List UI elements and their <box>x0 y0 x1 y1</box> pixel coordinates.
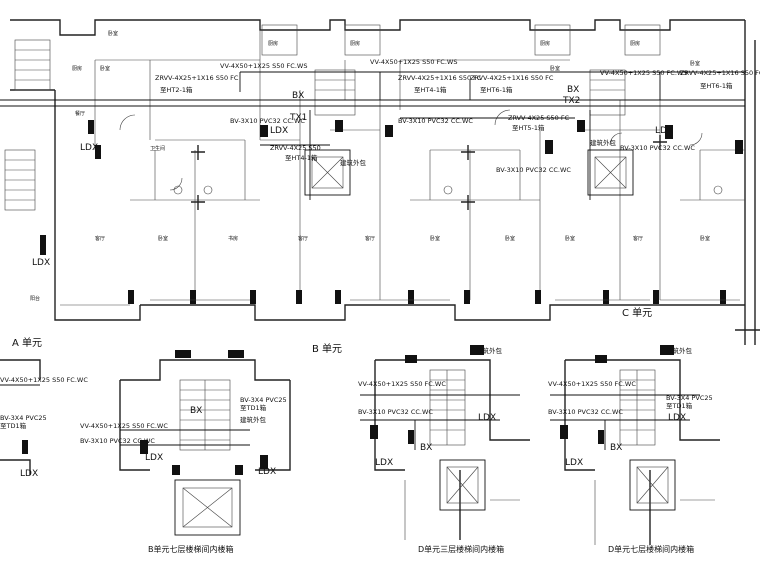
room-label: 书房 <box>228 235 238 242</box>
cable-label: BV-3X10 PVC32 CC.WC <box>496 166 571 174</box>
ldx-label: LDX <box>478 413 496 423</box>
cable-label: BV-3X10 PVC32 CC.WC <box>620 144 695 152</box>
caption-d-stair-3: D单元三层楼梯间内楼箱 <box>418 544 504 554</box>
ldx-label: LDX <box>258 467 276 477</box>
detail-d-stair-7: VV-4X50+1X25 S50 FC.WC BV-3X10 PVC32 CC.… <box>548 345 720 554</box>
unit-label-b: B 单元 <box>312 343 342 355</box>
room-label: 客厅 <box>633 235 643 242</box>
room-label: 卧室 <box>690 60 700 67</box>
ldx-label: LDX <box>270 126 288 136</box>
cable-label: BV-3X4 PVC25 <box>240 396 287 404</box>
cable-label: VV-4X50+1X25 S50 FC.WS <box>370 58 457 66</box>
room-label: 阳台 <box>30 295 40 302</box>
shaft-label: 建筑外包 <box>240 415 267 424</box>
cable-label: BV-3X10 PVC32 CC.WC <box>358 408 433 416</box>
cable-label: BV-3X10 PVC32 CC.WC <box>80 437 155 445</box>
cable-label: ZRVV-4X25+1X16 S50 FC <box>470 74 554 82</box>
cable-label: VV-4X50+1X25 S50 FC.WC <box>0 376 88 384</box>
cable-label: 至HT4-1箱 <box>414 85 447 94</box>
detail-d-stair-3: VV-4X50+1X25 S50 FC.WC BV-3X10 PVC32 CC.… <box>358 345 530 554</box>
ldx-label: LDX <box>20 469 38 479</box>
ldx-label: LDX <box>145 453 163 463</box>
cable-label: 至TD1箱 <box>666 401 693 410</box>
cable-label: 至HT6-1箱 <box>480 85 513 94</box>
ldx-label: LDX <box>80 143 98 153</box>
cable-label: 至TD1箱 <box>240 403 267 412</box>
ldx-label: LDX <box>668 413 686 423</box>
ldx-label: LDX <box>375 458 393 468</box>
tx-label: TX1 <box>289 113 307 123</box>
room-label: 卧室 <box>550 65 560 72</box>
cable-label: ZRVV-4X25+1X16 S50 FC <box>398 74 482 82</box>
main-plan <box>0 19 760 345</box>
cable-label: VV-4X50+1X25 S50 FC.WS <box>600 69 687 77</box>
cable-labels: VV-4X50+1X25 S50 FC.WS VV-4X50+1X25 S50 … <box>32 58 760 268</box>
room-label: 卧室 <box>430 235 440 242</box>
cable-label: ZRVV-4X25+1X16 S50 FC <box>680 69 760 77</box>
room-labels: 卧室 餐厅 客厅 卧室 书房 卫生间 厨房 厨房 厨房 厨房 客厅 客厅 卧室 … <box>30 30 710 302</box>
room-label: 卫生间 <box>150 145 165 152</box>
cable-label: 至HT5-1箱 <box>512 123 545 132</box>
ldx-label: LDX <box>655 126 673 136</box>
shaft-label: 建筑外包 <box>476 346 503 355</box>
cable-label: VV-4X50+1X25 S50 FC.WC <box>548 380 636 388</box>
cable-label: VV-4X50+1X25 S50 FC.WC <box>358 380 446 388</box>
room-label: 厨房 <box>268 40 278 47</box>
room-label: 厨房 <box>540 40 550 47</box>
room-label: 卧室 <box>100 65 110 72</box>
ldx-label: LDX <box>565 458 583 468</box>
room-label: 客厅 <box>298 235 308 242</box>
caption-d-stair-7: D单元七层楼梯间内楼箱 <box>608 544 694 554</box>
room-label: 卧室 <box>565 235 575 242</box>
room-label: 餐厅 <box>75 110 85 117</box>
bx-label: BX <box>292 91 304 101</box>
bx-label: BX <box>420 443 432 453</box>
caption-b-stair: B单元七层楼梯间内楼箱 <box>148 544 234 554</box>
detail-a-fragment: VV-4X50+1X25 S50 FC.WC BV-3X4 PVC25 至TD1… <box>0 359 88 479</box>
room-label: 卧室 <box>505 235 515 242</box>
cable-label: ZRVV-4X25+1X16 S50 FC <box>155 74 239 82</box>
room-label: 卧室 <box>158 235 168 242</box>
cable-label: 至HT4-1箱 <box>285 153 318 162</box>
cable-label: VV-4X50+1X25 S50 FC.WC <box>80 422 168 430</box>
room-label: 卧室 <box>700 235 710 242</box>
room-label: 客厅 <box>365 235 375 242</box>
room-label: 厨房 <box>350 40 360 47</box>
cable-label: BV-3X10 PVC32 CC.WC <box>548 408 623 416</box>
unit-label-a: A 单元 <box>12 337 42 349</box>
room-label: 厨房 <box>72 65 82 72</box>
cable-label: BV-3X10 PVC32 CC.WC <box>230 117 305 125</box>
cable-label: 至TD1箱 <box>0 421 27 430</box>
shaft-label: 建筑外包 <box>590 138 617 147</box>
room-label: 客厅 <box>95 235 105 242</box>
unit-label-c: C 单元 <box>622 307 652 319</box>
room-label: 厨房 <box>630 40 640 47</box>
bx-label: BX <box>567 85 579 95</box>
cable-label: 至HT6-1箱 <box>700 81 733 90</box>
shaft-label: 建筑外包 <box>340 158 367 167</box>
tx-label: TX2 <box>562 96 580 106</box>
detail-b-stair: BV-3X4 PVC25 至TD1箱 建筑外包 VV-4X50+1X25 S50… <box>80 350 291 554</box>
cable-label: VV-4X50+1X25 S50 FC.WS <box>220 62 307 70</box>
cable-label: ZRVV-4X25 S50 <box>270 144 321 152</box>
cable-label: BV-3X4 PVC25 <box>666 394 713 402</box>
bx-label: BX <box>610 443 622 453</box>
shaft-label: 建筑外包 <box>666 346 693 355</box>
room-label: 卧室 <box>108 30 118 37</box>
bx-label: BX <box>190 406 202 416</box>
ldx-label: LDX <box>32 258 50 268</box>
cable-label: BV-3X4 PVC25 <box>0 414 47 422</box>
cable-label: ZRVV-4X25 S50 FC <box>508 114 570 122</box>
cable-label: 至HT2-1箱 <box>160 85 193 94</box>
cable-label: BV-3X10 PVC32 CC.WC <box>398 117 473 125</box>
